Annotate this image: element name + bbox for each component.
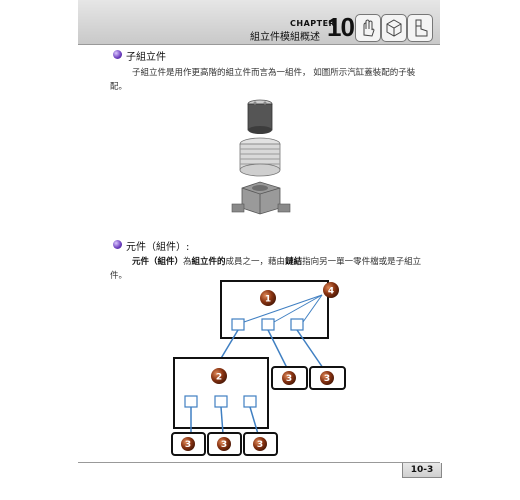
term-assembly: 組立件的	[191, 257, 226, 267]
link-line	[249, 406, 259, 435]
component-paragraph: 元件（組件）為組立件的成員之一，藉由鏈結指向另一單一零件檔或是子組立件。	[110, 257, 422, 281]
header-divider	[78, 44, 440, 45]
component-slot	[214, 395, 228, 408]
component-slot	[261, 318, 275, 331]
badge-part: 3	[282, 371, 296, 385]
chapter-number: 10	[327, 12, 355, 42]
chapter-label: CHAPTER	[290, 19, 336, 28]
cylinder-assembly-illustration	[231, 99, 291, 215]
section-heading-component: 元件（組件）:	[126, 242, 190, 253]
term-link: 鏈結	[285, 257, 303, 267]
hand-tab-icon[interactable]	[355, 14, 381, 42]
link-line	[296, 329, 324, 369]
svg-text:3: 3	[324, 374, 330, 384]
section-bullet-icon	[113, 240, 122, 249]
link-pointer-line	[243, 294, 323, 323]
svg-text:2: 2	[216, 373, 222, 383]
component-slot	[184, 395, 198, 408]
link-line	[219, 329, 239, 361]
svg-text:4: 4	[328, 287, 334, 297]
badge-part: 3	[217, 437, 231, 451]
svg-text:3: 3	[185, 440, 191, 450]
link-line	[267, 329, 288, 369]
footer-divider	[78, 462, 440, 463]
page-number: 10-3	[402, 463, 442, 478]
component-slot	[290, 318, 304, 331]
svg-text:3: 3	[286, 374, 292, 384]
link-line	[220, 406, 224, 435]
component-slot	[243, 395, 257, 408]
subassembly-paragraph: 子組立件是用作更高階的組立件而言為一組件， 如圖所示汽缸蓋裝配的子裝配。	[110, 68, 416, 92]
section-heading-subassembly: 子組立件	[126, 52, 166, 63]
svg-text:3: 3	[221, 440, 227, 450]
link-pointer-line	[302, 294, 323, 323]
badge-part: 3	[253, 437, 267, 451]
badge-links: 4	[323, 282, 339, 298]
badge-part: 3	[181, 437, 195, 451]
badge-part: 3	[320, 371, 334, 385]
section-bullet-icon	[113, 50, 122, 59]
link-pointer-line	[273, 294, 323, 323]
badge-top-assembly: 1	[260, 290, 276, 306]
cube-tab-icon[interactable]	[381, 14, 407, 42]
svg-text:1: 1	[265, 295, 271, 305]
boot-tab-icon[interactable]	[407, 14, 433, 42]
svg-text:3: 3	[257, 440, 263, 450]
chapter-title: 組立件模組概述	[250, 32, 320, 43]
badge-sub-assembly: 2	[211, 368, 227, 384]
component-slot	[231, 318, 245, 331]
term-component: 元件（組件）	[132, 257, 184, 267]
